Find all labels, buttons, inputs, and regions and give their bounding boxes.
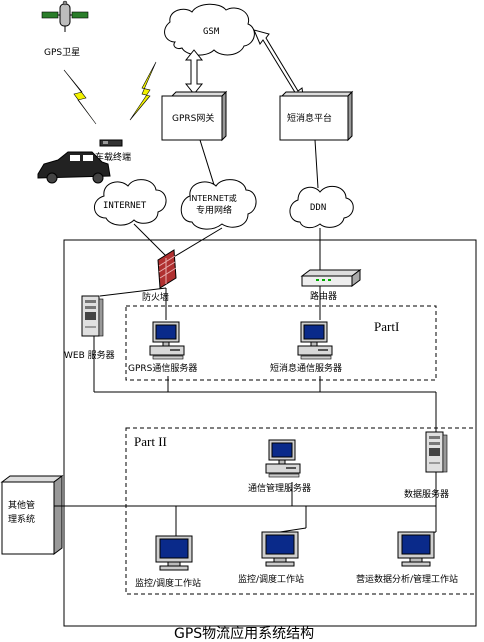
sms-comm-server-label: 短消息通信服务器: [270, 362, 342, 374]
gsm-cloud: [164, 3, 255, 56]
monitor-station-1-icon: [155, 535, 193, 571]
gprs-gateway-label: GPRS网关: [172, 112, 214, 124]
part1-box: [125, 305, 437, 381]
monitor-station-1-label: 监控/调度工作站: [135, 577, 201, 589]
internet-or-label: INTERNET或: [189, 193, 237, 203]
private-network-label: 专用网络: [196, 204, 232, 216]
other-system-box: [0, 475, 64, 555]
sms-comm-server-icon: [297, 321, 333, 360]
other-system-label-1: 其他管: [8, 499, 35, 511]
part2-box: [125, 427, 477, 595]
double-arrow-icon: [253, 29, 305, 103]
monitor-station-2-label: 监控/调度工作站: [238, 573, 304, 585]
satellite-icon: [41, 0, 89, 32]
analysis-station-icon: [397, 531, 435, 567]
double-arrow-icon: [184, 49, 204, 95]
firewall-icon: [157, 249, 177, 289]
diagram-caption: GPS物流应用系统结构: [174, 625, 314, 642]
other-system-label-2: 理系统: [8, 513, 35, 525]
part2-label: Part II: [134, 434, 167, 449]
vehicle-terminal-label: 车载终端: [95, 151, 131, 163]
gsm-label: GSM: [203, 27, 220, 37]
lightning-icon: [63, 69, 97, 125]
lightning-icon: [129, 61, 157, 121]
internet-label: INTERNET: [103, 201, 147, 211]
router-icon: [300, 269, 362, 287]
gprs-comm-server-icon: [149, 321, 185, 360]
gprs-gateway-box: [161, 90, 228, 142]
router-label: 路由器: [310, 290, 337, 302]
analysis-station-label: 营运数据分析/管理工作站: [356, 573, 458, 585]
monitor-station-2-icon: [261, 531, 299, 567]
gprs-comm-server-label: GPRS通信服务器: [128, 362, 197, 374]
data-server-label: 数据服务器: [404, 488, 449, 500]
vehicle-terminal-icon: [99, 139, 123, 147]
web-server-icon: [81, 295, 104, 337]
internet-cloud: [94, 179, 167, 226]
car-icon: [37, 151, 111, 184]
ddn-label: DDN: [310, 203, 326, 213]
comm-mgmt-server-label: 通信管理服务器: [248, 482, 311, 494]
part1-label: PartI: [374, 319, 399, 334]
private-network-cloud: [180, 179, 257, 230]
ddn-cloud: [289, 185, 354, 229]
gps-satellite-label: GPS卫星: [44, 47, 80, 58]
sms-platform-label: 短消息平台: [287, 112, 332, 124]
web-server-label: WEB 服务器: [64, 349, 115, 361]
sms-platform-box: [279, 90, 354, 142]
system-frame: [63, 239, 477, 627]
comm-mgmt-server-icon: [265, 439, 301, 478]
firewall-label: 防火墙: [142, 291, 169, 303]
data-server-icon: [425, 431, 448, 473]
